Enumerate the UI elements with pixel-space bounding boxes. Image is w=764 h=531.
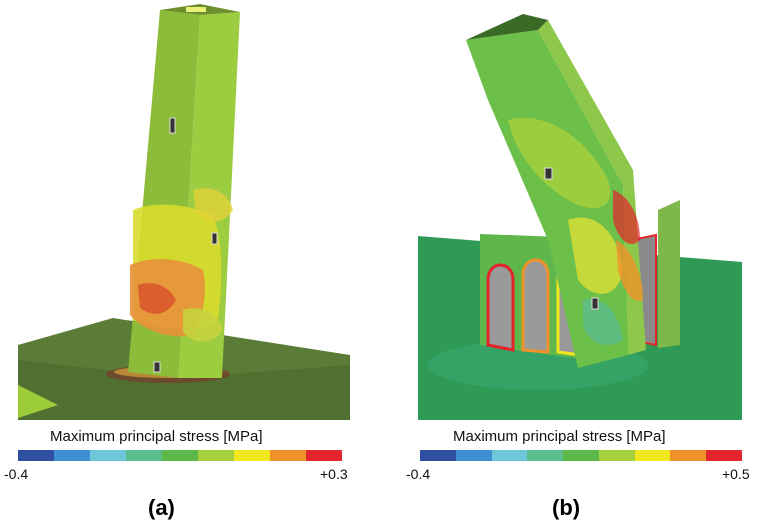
colorbar-swatch (634, 450, 671, 461)
colorbar-swatch (306, 450, 342, 461)
colorbar-swatch (54, 450, 90, 461)
caption-a: (a) (148, 495, 175, 520)
colorbar-swatch (455, 450, 492, 461)
colorbar-swatch (706, 450, 743, 461)
colorbar-min-label-b: -0.4 (406, 466, 431, 482)
colorbar-swatch (527, 450, 564, 461)
colorbar-swatch (270, 450, 306, 461)
colorbar-swatch (126, 450, 162, 461)
colorbar-b (420, 450, 743, 461)
colorbar-min-label-a: -0.4 (4, 466, 29, 482)
colorbar-swatch (491, 450, 528, 461)
caption-b: (b) (552, 495, 581, 520)
legend-title-b: Maximum principal stress [MPa] (453, 428, 666, 445)
colorbar-max-label-a: +0.3 (320, 466, 348, 482)
colorbar-swatch (598, 450, 635, 461)
panel-a-render (18, 4, 350, 420)
colorbar-max-label-b: +0.5 (722, 466, 750, 482)
panel-a (18, 0, 350, 420)
colorbar-swatch (234, 450, 270, 461)
colorbar-swatch (90, 450, 126, 461)
legend-title-a: Maximum principal stress [MPa] (50, 428, 263, 445)
panel-b-render (418, 14, 742, 420)
colorbar-swatch (563, 450, 599, 461)
colorbar-swatch (198, 450, 234, 461)
colorbar-swatch (162, 450, 198, 461)
colorbar-swatch (18, 450, 54, 461)
colorbar-swatch (420, 450, 456, 461)
colorbar-a (18, 450, 342, 461)
panel-b (418, 0, 742, 420)
colorbar-swatch (670, 450, 707, 461)
